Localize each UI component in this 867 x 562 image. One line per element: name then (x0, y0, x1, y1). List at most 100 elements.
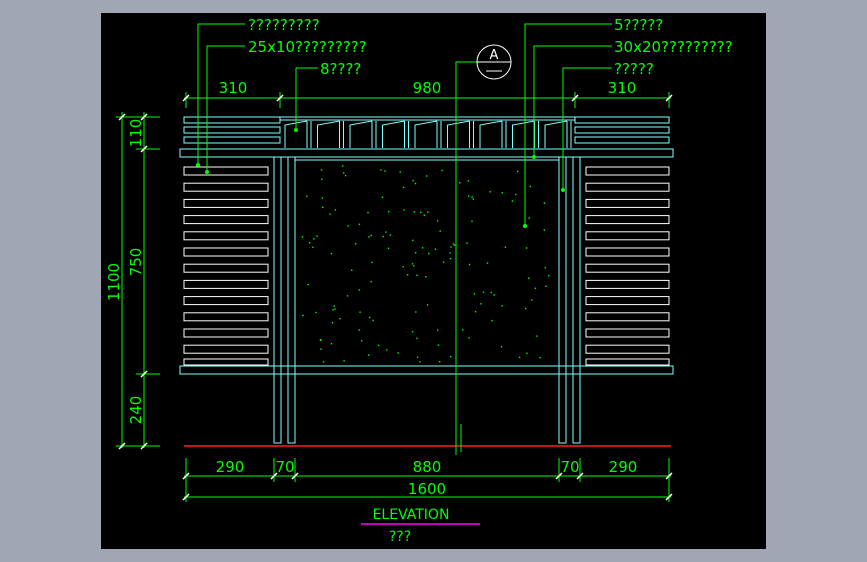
dim-text-top-mid: 980 (413, 79, 442, 97)
hatch-dot (543, 202, 546, 204)
hatch-dot (489, 191, 491, 193)
hatch-dot (450, 246, 452, 248)
louver (414, 120, 442, 148)
hatch-dot (413, 211, 415, 213)
side-slat (585, 198, 670, 208)
hatch-dot (453, 244, 456, 246)
side-slat (585, 231, 670, 241)
hatch-dot (471, 196, 473, 198)
cross-beam (179, 148, 674, 158)
dim-text-bottom-290a: 290 (216, 458, 245, 476)
louver (284, 120, 312, 148)
leader-dot (294, 128, 298, 132)
top-slat-left (183, 126, 281, 134)
side-slat (183, 344, 269, 354)
hatch-dot (354, 242, 357, 245)
side-slat (183, 247, 269, 257)
hatch-dot (388, 210, 390, 213)
hatch-dot (441, 169, 443, 172)
section-cut-line (455, 61, 477, 455)
cad-viewport[interactable] (101, 13, 766, 549)
hatch-dot (334, 308, 336, 310)
leader-lines (197, 23, 612, 455)
hatch-dot (416, 337, 418, 340)
hatch-dot (442, 261, 445, 263)
side-slat (183, 231, 269, 241)
hatch-dot (344, 174, 347, 177)
hatch-dot (321, 178, 323, 180)
hatch-dot (372, 319, 374, 322)
dim-text-left-top: 110 (127, 119, 145, 148)
hatch-dot (301, 236, 304, 238)
side-slat (585, 263, 670, 273)
top-slat-left (183, 136, 281, 144)
hatch-dot (358, 289, 360, 291)
hatch-dot (468, 263, 471, 266)
hatch-dot (320, 348, 322, 350)
hatch-dot (528, 217, 530, 219)
hatch-dot (501, 305, 503, 307)
side-slat (183, 215, 269, 225)
side-slats-left (183, 166, 269, 366)
hatch-dot (402, 266, 404, 268)
section-marker[interactable]: A (476, 44, 512, 80)
hatch-dot (377, 344, 380, 347)
hatch-dot (528, 277, 530, 279)
hatch-dot (351, 269, 353, 271)
hatch-dot (371, 261, 373, 264)
leader-note1 (197, 23, 245, 165)
note-6: ????? (614, 60, 654, 78)
hatch-dot (473, 293, 475, 295)
hatch-dot (385, 231, 387, 233)
hatch-dot (452, 243, 455, 245)
post-right-outer (572, 156, 581, 444)
hatch-dot (486, 262, 489, 264)
note-4: 5????? (614, 16, 663, 34)
hatch-dot (434, 248, 437, 250)
hatch-dot (343, 172, 345, 174)
leader-dot (532, 155, 536, 159)
drawing-title: ELEVATION (373, 507, 450, 523)
hatch-dot (397, 352, 399, 354)
hatch-dot (482, 291, 485, 293)
hatch-dot (389, 234, 392, 236)
hatch-dot (531, 299, 533, 301)
hatch-dot (515, 193, 517, 196)
hatch-dot (331, 322, 334, 324)
top-louvers (284, 120, 572, 148)
dim-text-top-left: 310 (219, 79, 248, 97)
hatch-dot (439, 230, 441, 232)
side-slat (585, 358, 670, 366)
hatch-dot (416, 356, 419, 358)
hatch-dot (423, 214, 425, 216)
top-slat-right (574, 126, 670, 134)
hatch-dot (346, 295, 349, 297)
hatch-dot (312, 246, 314, 248)
leader-dot (196, 163, 200, 167)
louver (447, 120, 474, 148)
hatch-dot (544, 266, 547, 269)
hatch-dot (525, 247, 528, 249)
hatch-dot (402, 186, 405, 188)
hatch-dot (333, 305, 335, 307)
side-slat (585, 296, 670, 306)
hatch-dot (322, 206, 324, 209)
hatch-dot (539, 357, 541, 359)
hatch-dot (368, 316, 371, 319)
dim-text-bottom-total: 1600 (408, 480, 446, 498)
hatch-dot (419, 361, 421, 363)
hatch-dot (319, 339, 322, 341)
hatch-dot (368, 354, 370, 356)
hatch-dot (491, 319, 493, 322)
side-slat (585, 247, 670, 257)
post-right-inner (558, 156, 567, 444)
elevation-geometry (179, 116, 674, 444)
hatch-dot (490, 291, 492, 294)
louver (544, 120, 572, 148)
dim-text-bottom-290b: 290 (609, 458, 638, 476)
side-slat (183, 312, 269, 322)
hatch-dot (459, 182, 461, 184)
bottom-rail (179, 365, 674, 375)
hatch-dot (536, 335, 538, 337)
